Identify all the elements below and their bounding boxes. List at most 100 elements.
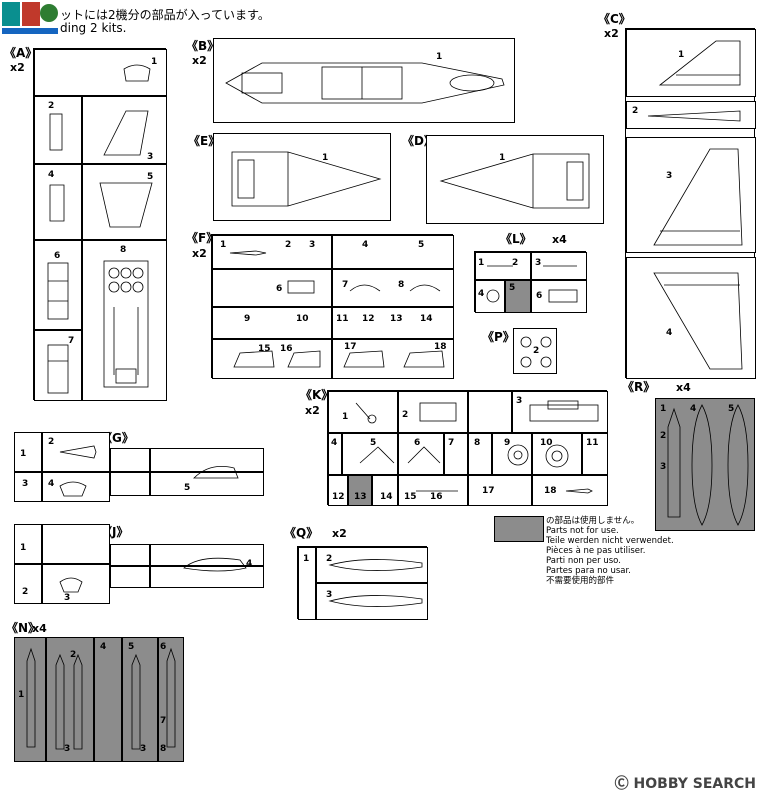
part-number: 11 (336, 314, 349, 324)
sprue-c-multiplier: x2 (604, 27, 619, 40)
box-part-drawing (548, 289, 578, 303)
part-number: 17 (344, 342, 357, 352)
sprue-c-cell (626, 257, 756, 379)
panel-part-drawing (49, 184, 65, 222)
part-number: 2 (632, 106, 639, 116)
part-number: 5 (147, 172, 154, 182)
sprue-j-cell (110, 566, 150, 588)
sprue-n-cell-unused (14, 637, 46, 762)
part-number: 3 (666, 171, 673, 181)
sprue-n-label: 《N》 (6, 621, 41, 635)
sprue-a-multiplier: x2 (10, 61, 25, 74)
fuselage-top-part-drawing (225, 62, 505, 104)
part-number: 5 (370, 438, 377, 448)
part-number: 1 (322, 153, 329, 163)
unused-parts-note: の部品は使用しません。 Parts not for use. Teile wer… (546, 516, 674, 586)
sprue-e-label: 《E》 (188, 134, 221, 148)
sprue-p-label: 《P》 (482, 330, 515, 344)
sprue-q-frame: 1 2 3 (297, 546, 428, 620)
part-number: 6 (276, 284, 283, 294)
hook-part-drawing (349, 284, 381, 292)
sprue-k-cell (372, 475, 398, 506)
box-part-drawing (287, 280, 315, 294)
canopy-part-drawing (183, 557, 247, 572)
part-number: 12 (362, 314, 375, 324)
part-number: 3 (64, 593, 71, 603)
part-number: 9 (504, 438, 511, 448)
sprue-a-cell (34, 96, 82, 164)
canopy-part-drawing (193, 465, 239, 479)
part-number: 18 (434, 342, 447, 352)
part-number: 1 (436, 52, 443, 62)
sprue-a-cell (82, 240, 167, 401)
sprue-f-cell (212, 235, 332, 269)
sprue-g-cell (150, 472, 264, 496)
part-number: 1 (303, 554, 310, 564)
sprue-r-multiplier: x4 (676, 381, 691, 394)
watermark-logo-icon (0, 0, 60, 36)
cockpit-tub-part-drawing (103, 260, 149, 388)
rod-part-drawing (416, 490, 458, 492)
sprue-k-cell (328, 475, 348, 506)
part-number: 4 (246, 559, 253, 569)
part-number: 1 (20, 449, 27, 459)
sprue-c-cell (626, 101, 756, 129)
part-number: 4 (478, 289, 485, 299)
sprue-j-cell (14, 524, 42, 564)
canopy-part-drawing (123, 64, 151, 82)
hook-part-drawing (409, 284, 441, 292)
part-number: 1 (220, 240, 227, 250)
probe-part-drawing (229, 250, 267, 256)
sprue-g-cell (150, 448, 264, 472)
copyright-circle-icon: Ⓒ (614, 776, 629, 792)
sprue-l-cell-unused (505, 280, 531, 313)
sprue-e-frame: 1 (213, 133, 391, 221)
sprue-q-multiplier: x2 (332, 527, 347, 540)
sprue-n-cell-unused (94, 637, 122, 762)
sprue-k-cell (328, 433, 342, 475)
part-number: 5 (728, 404, 735, 414)
sprue-k-cell (532, 433, 582, 475)
sprue-q-label: 《Q》 (284, 526, 319, 540)
sprue-r-label: 《R》 (622, 380, 656, 394)
part-number: 10 (540, 438, 553, 448)
part-number: 2 (285, 240, 292, 250)
fin-part-drawing (99, 182, 153, 228)
fuselage-half-part-drawing (439, 153, 590, 209)
sprue-f-label: 《F》 (186, 231, 219, 245)
note-line-chinese: 不需要使用的部件 (546, 576, 615, 586)
part-number: 4 (48, 479, 55, 489)
sprue-l-frame: 1 2 3 4 5 6 (474, 251, 587, 313)
sprue-f-cell (332, 307, 454, 339)
canopy-frame-part-drawing (59, 481, 87, 497)
part-number: 2 (48, 101, 55, 111)
part-number: 7 (342, 280, 349, 290)
sprue-a-cell (34, 49, 167, 96)
sprue-k-cell (512, 391, 608, 433)
sprue-p-frame: 2 (513, 328, 557, 374)
header-english-text: ding 2 kits. (60, 21, 127, 35)
missile-part-drawing (565, 488, 593, 494)
sprue-r-frame-unused: 1 2 3 4 5 (655, 398, 755, 531)
part-number: 13 (390, 314, 403, 324)
sprue-g-cell (110, 472, 150, 496)
bay-part-drawing (419, 402, 457, 422)
part-number: 1 (678, 50, 685, 60)
sprue-k-cell (468, 433, 492, 475)
intake-part-drawing (359, 446, 395, 464)
sprue-c-frame: 1 2 3 4 (625, 28, 756, 379)
part-number: 1 (151, 57, 158, 67)
note-line-german: Teile werden nicht verwendet. (546, 536, 674, 546)
sprue-b-label: 《B》 (186, 39, 220, 53)
sprue-d-frame: 1 (426, 135, 604, 224)
part-number: 8 (120, 245, 127, 255)
note-line-english: Parts not for use. (546, 526, 619, 536)
part-number: 16 (430, 492, 443, 502)
sprue-j-cell (42, 524, 110, 564)
wheel-set-part-drawing (520, 336, 552, 368)
missile-part-drawing (131, 653, 141, 750)
part-number: 8 (474, 438, 481, 448)
part-number: 2 (533, 346, 540, 356)
part-number: 2 (326, 554, 333, 564)
sprue-k-multiplier: x2 (305, 404, 320, 417)
